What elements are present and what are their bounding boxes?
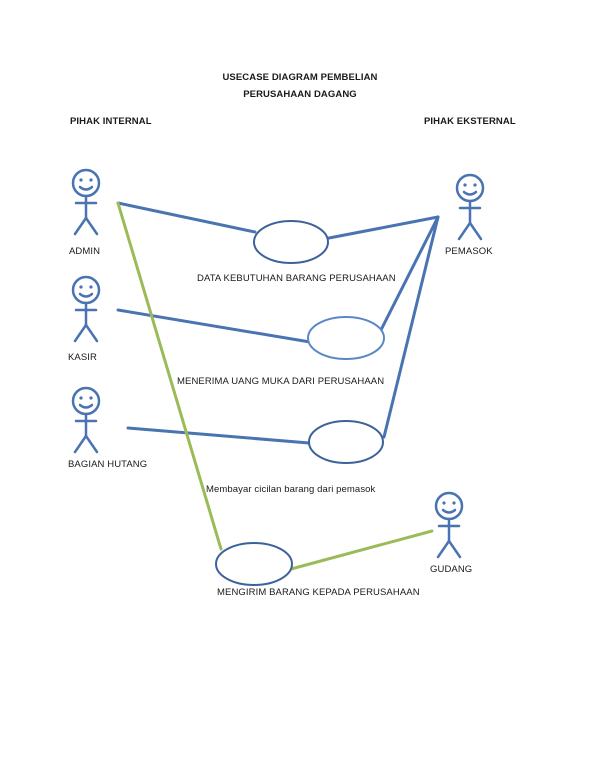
line-bagian-hutang-uc3: [126, 426, 311, 445]
line-kasir-uc2: [116, 308, 312, 344]
use-case-1-label: DATA KEBUTUHAN BARANG PERUSAHAAN: [197, 273, 396, 284]
uc3-ellipse: [308, 420, 384, 464]
actor-kasir-figure: [71, 275, 101, 343]
section-internal-heading: PIHAK INTERNAL: [70, 116, 152, 127]
diagram-title-line-1: USECASE DIAGRAM PEMBELIAN: [222, 72, 378, 83]
use-case-4-label: MENGIRIM BARANG KEPADA PERUSAHAAN: [217, 587, 420, 598]
diagram-title-line-2: PERUSAHAAN DAGANG: [243, 89, 357, 100]
use-case-2-label: MENERIMA UANG MUKA DARI PERUSAHAAN: [177, 376, 385, 387]
actor-bagian-hutang-figure: [71, 386, 101, 454]
actor-pemasok-figure: [455, 173, 485, 241]
actor-kasir-label: KASIR: [68, 352, 98, 363]
actor-admin-figure: [71, 168, 101, 236]
line-uc1-pemasok: [327, 215, 440, 240]
line-admin-uc4: [116, 201, 223, 551]
actor-gudang-figure: [434, 491, 464, 559]
actor-gudang-label: GUDANG: [430, 564, 473, 575]
actor-bagian-hutang-label: BAGIAN HUTANG: [68, 459, 148, 470]
use-case-ellipses: [215, 220, 385, 586]
uc1-ellipse: [253, 220, 329, 264]
line-uc4-gudang: [289, 529, 434, 571]
line-uc2-pemasok: [379, 215, 440, 332]
actor-admin-label: ADMIN: [69, 246, 101, 257]
use-case-3-label: Membayar cicilan barang dari pemasok: [206, 484, 376, 495]
uc4-ellipse: [215, 542, 293, 586]
line-admin-uc1: [116, 201, 257, 234]
uc2-ellipse: [307, 316, 385, 360]
section-external-heading: PIHAK EKSTERNAL: [424, 116, 516, 127]
green-lines: [116, 201, 434, 571]
line-uc3-pemasok: [382, 215, 440, 439]
actor-pemasok-label: PEMASOK: [445, 246, 493, 257]
